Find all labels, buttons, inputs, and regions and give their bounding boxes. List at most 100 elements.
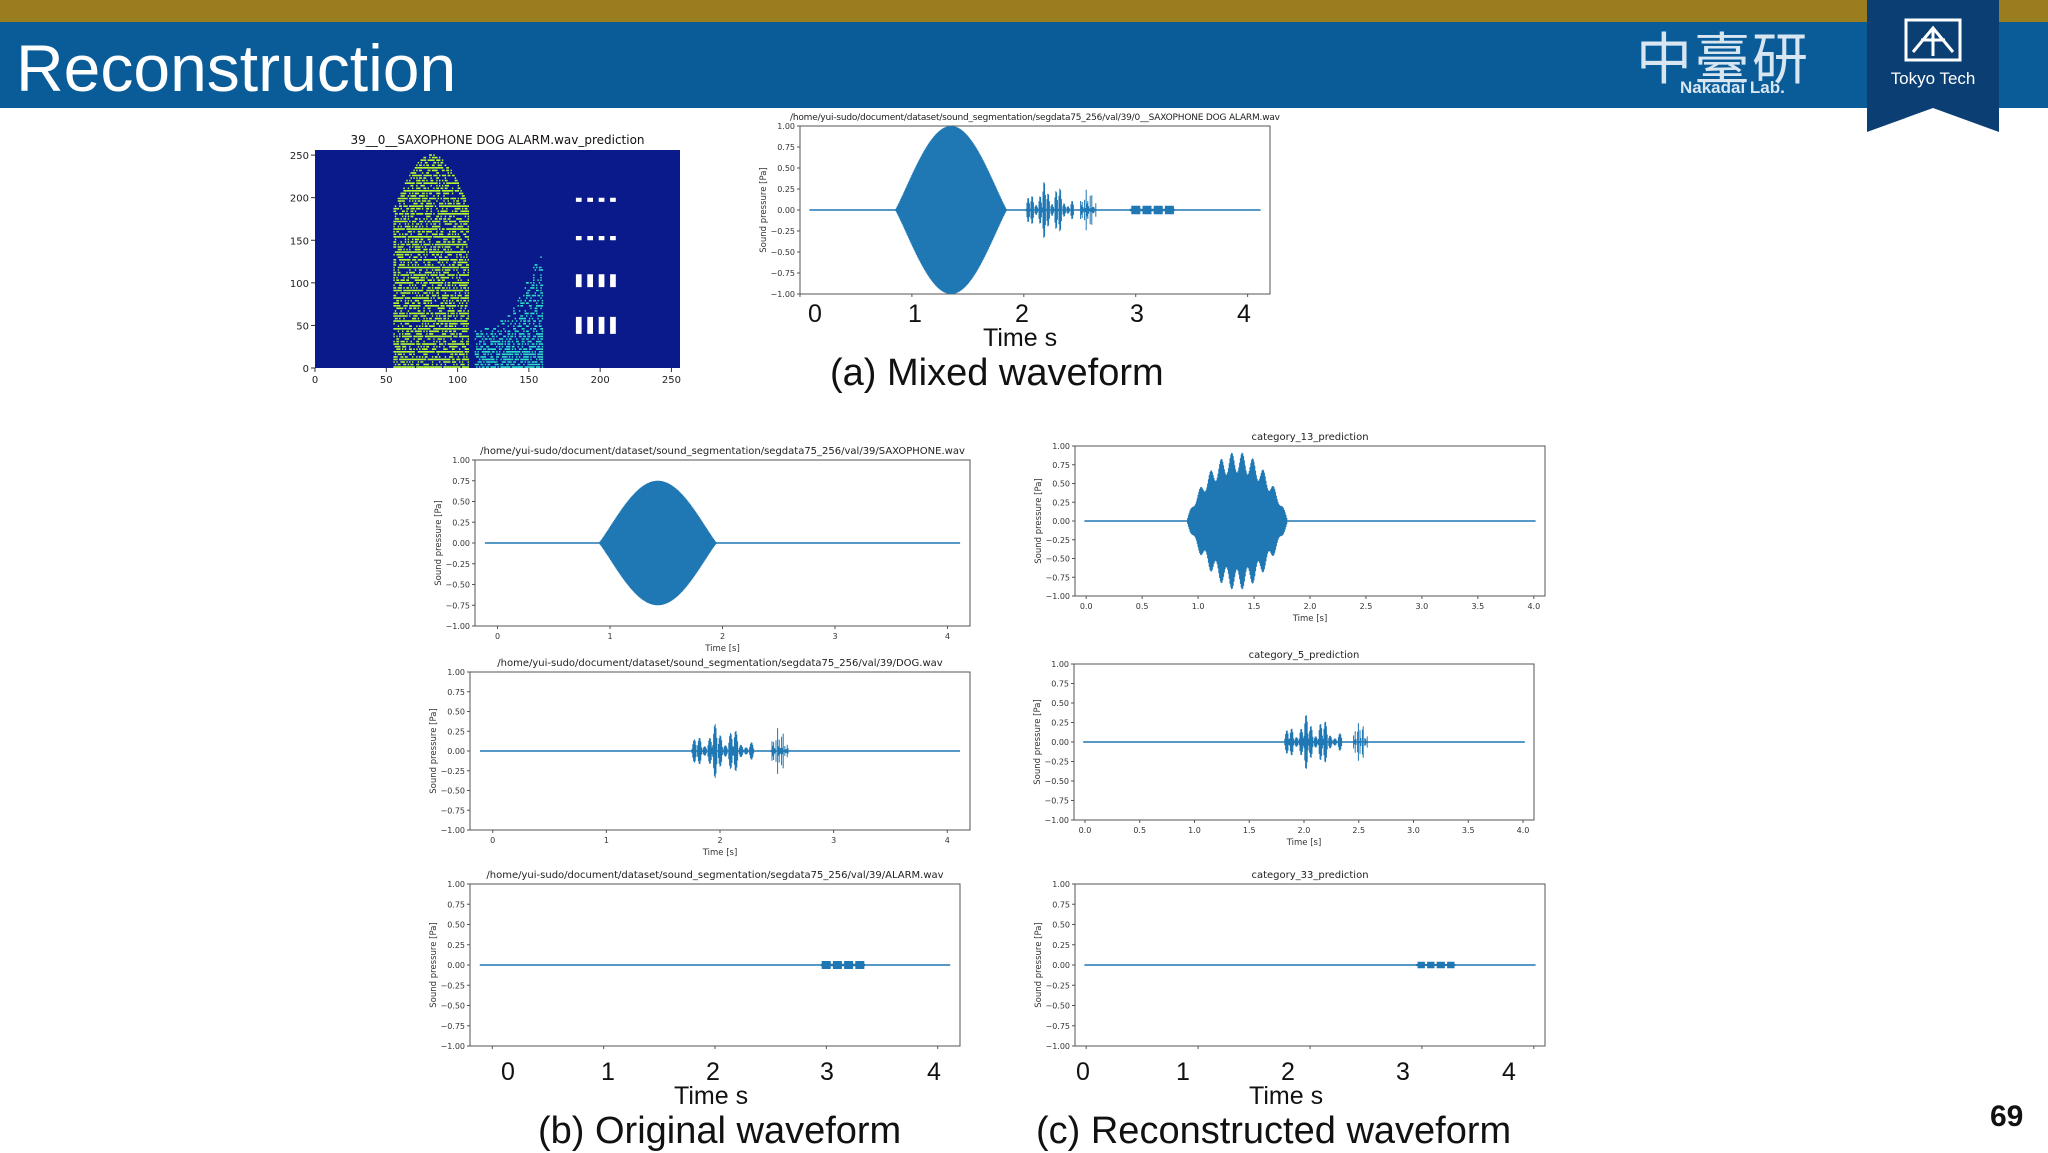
recon-alarm-ytick-label: −0.75 [1045,1022,1070,1031]
mixed-waveform-chart: /home/yui-sudo/document/dataset/sound_se… [750,106,1290,306]
orig-sax-ytick-label: −0.25 [445,560,470,569]
orig-sax-xtick-label: 2 [720,632,725,641]
recon-sax-xtick-label: 3.5 [1471,602,1484,611]
recon-sax-ytick-label: 0.50 [1052,480,1070,489]
mixed-ytick-label: 1.00 [777,122,795,131]
orig-sax-svg: /home/yui-sudo/document/dataset/sound_se… [434,446,971,652]
recon-sax-ytick-label: −0.50 [1045,555,1070,564]
mixed-ylabel: Sound pressure [Pa] [759,167,769,252]
orig-dog-svg: /home/yui-sudo/document/dataset/sound_se… [429,658,971,858]
recon-sax-title: category_13_prediction [1251,432,1368,443]
orig-sax-ytick-label: −0.75 [445,601,470,610]
recon-alarm-ytick-label: −0.25 [1045,981,1070,990]
orig-alarm-waveform-series [820,961,866,969]
recon-dog-title: category_5_prediction [1249,650,1360,661]
orig-sax-xtick-label: 0 [495,632,500,641]
recon-dog-xtick-label: 1.0 [1188,826,1201,835]
spectrogram-xtick-label: 250 [662,375,681,386]
orig-dog-ytick-label: 0.75 [447,688,465,697]
recon-sax-xtick-label: 3.0 [1416,602,1429,611]
recon-dog-xtick-label: 3.5 [1462,826,1475,835]
spectrogram-xtick-label: 200 [591,375,610,386]
spectrogram-ytick-label: 0 [303,364,309,375]
orig-dog-xlabel: Time [s] [702,848,738,858]
recon-alarm-ytick-label: −0.50 [1045,1002,1070,1011]
orig-alarm-ytick-label: 0.00 [447,961,465,970]
recon-dog-ylabel: Sound pressure [Pa] [1033,699,1043,784]
spectrogram-ytick-label: 200 [290,194,309,205]
orig-alarm-ytick-label: −1.00 [440,1042,465,1051]
orig-big-xlabel: Time s [674,1082,749,1110]
recon-alarm-ytick-label: 0.00 [1052,961,1070,970]
recon-sax-svg: category_13_prediction1.000.750.500.250.… [1034,432,1546,624]
recon-big-tick-2: 2 [1281,1058,1295,1086]
spectrogram-ytick-label: 100 [290,279,309,290]
orig-sax-chart: /home/yui-sudo/document/dataset/sound_se… [420,432,1000,652]
mixed-big-tick-4: 4 [1237,300,1251,328]
recon-sax-ytick-label: −0.75 [1045,573,1070,582]
mixed-big-tick-1: 1 [908,300,922,328]
tokyo-tech-emblem-icon [1904,18,1962,62]
slide-title: Reconstruction [16,31,457,105]
orig-sax-ytick-label: 0.50 [452,498,470,507]
caption-reconstructed: (c) Reconstructed waveform [1036,1110,1512,1152]
mixed-big-tick-3: 3 [1130,300,1144,328]
recon-dog-ytick-label: −0.50 [1044,777,1069,786]
tokyo-tech-badge: Tokyo Tech [1867,0,1999,132]
recon-sax-ytick-label: 0.25 [1052,498,1070,507]
mixed-ytick-label: 0.50 [777,164,795,173]
title-bar [0,22,2048,108]
orig-big-tick-0: 0 [501,1058,515,1086]
recon-alarm-ytick-label: 1.00 [1052,880,1070,889]
orig-big-tick-3: 3 [820,1058,834,1086]
spectrogram-chart: 39__0__SAXOPHONE DOG ALARM.wav_predictio… [280,128,700,388]
mixed-ytick-label: −1.00 [770,290,795,299]
recon-big-tick-1: 1 [1176,1058,1190,1086]
recon-sax-ytick-label: 1.00 [1052,442,1070,451]
recon-big-xlabel: Time s [1249,1082,1324,1110]
orig-alarm-ytick-label: −0.75 [440,1022,465,1031]
top-accent-bar [0,0,2048,22]
orig-alarm-ytick-label: 0.25 [447,941,465,950]
orig-sax-ytick-label: −1.00 [445,622,470,631]
recon-alarm-title: category_33_prediction [1251,870,1368,881]
orig-dog-chart: /home/yui-sudo/document/dataset/sound_se… [420,650,1000,870]
mixed-ytick-label: 0.75 [777,143,795,152]
recon-big-tick-0: 0 [1076,1058,1090,1086]
orig-sax-xlabel: Time [s] [704,644,740,652]
orig-dog-ytick-label: 0.00 [447,747,465,756]
orig-alarm-ytick-label: 0.50 [447,921,465,930]
orig-sax-ytick-label: 0.25 [452,518,470,527]
orig-dog-waveform-series [691,724,789,778]
mixed-big-tick-0: 0 [808,300,822,328]
mixed-waveform-series [895,126,1175,294]
recon-sax-ytick-label: 0.00 [1052,517,1070,526]
orig-dog-title: /home/yui-sudo/document/dataset/sound_se… [497,658,942,669]
orig-alarm-ytick-label: 1.00 [447,880,465,889]
recon-alarm-ytick-label: −1.00 [1045,1042,1070,1051]
spectrogram-title: 39__0__SAXOPHONE DOG ALARM.wav_predictio… [350,133,644,147]
orig-alarm-ytick-label: 0.75 [447,900,465,909]
recon-dog-xtick-label: 3.0 [1407,826,1420,835]
orig-dog-xtick-label: 0 [490,836,495,845]
recon-big-axis: 0 1 2 3 4 Time s [1066,1058,1566,1118]
orig-dog-ytick-label: −0.75 [440,806,465,815]
spectrogram-ytick-label: 150 [290,236,309,247]
recon-dog-xtick-label: 2.0 [1298,826,1311,835]
recon-sax-xtick-label: 1.0 [1192,602,1205,611]
lab-logo-kanji: 中臺研 [1636,28,1810,93]
caption-original: (b) Original waveform [538,1110,902,1152]
spectrogram-xtick-label: 0 [312,375,318,386]
spectrogram-xtick-label: 150 [519,375,538,386]
recon-sax-xtick-label: 0.0 [1080,602,1093,611]
recon-sax-ytick-label: −1.00 [1045,592,1070,601]
orig-alarm-ylabel: Sound pressure [Pa] [429,922,439,1007]
recon-dog-ytick-label: −0.25 [1044,758,1069,767]
recon-sax-ytick-label: −0.25 [1045,536,1070,545]
page-number: 69 [1990,1100,2024,1133]
orig-dog-ytick-label: −1.00 [440,826,465,835]
mixed-ytick-label: −0.75 [770,269,795,278]
